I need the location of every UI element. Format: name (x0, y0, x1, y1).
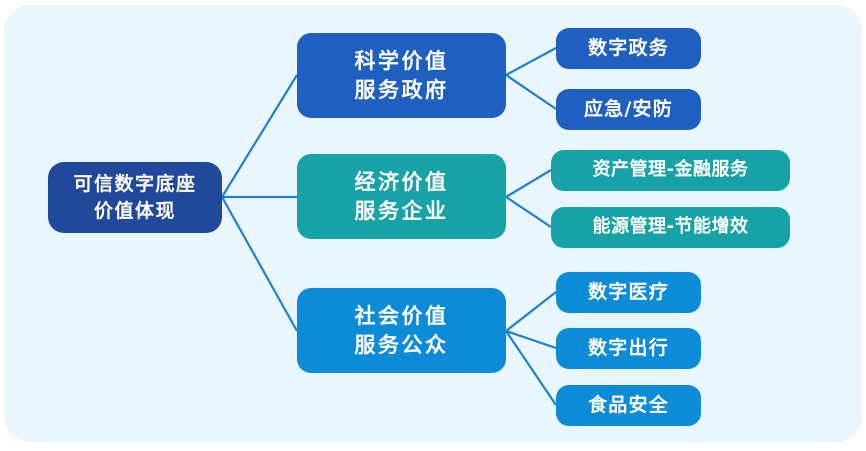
branch-node-ent[interactable]: 经济价值 服务企业 (297, 154, 506, 239)
leaf-node-ent-2-label: 能源管理-节能增效 (592, 216, 749, 238)
root-node-line-2: 价值体现 (93, 199, 176, 222)
leaf-node-ent-1-label: 资产管理-金融服务 (592, 159, 749, 181)
branch-node-pub-line-2: 服务公众 (354, 332, 449, 357)
branch-node-pub[interactable]: 社会价值 服务公众 (297, 288, 506, 373)
leaf-node-pub-1[interactable]: 数字医疗 (556, 272, 701, 313)
branch-node-pub-line-1: 社会价值 (354, 303, 449, 328)
leaf-node-gov-2[interactable]: 应急/安防 (556, 89, 701, 130)
leaf-node-ent-1[interactable]: 资产管理-金融服务 (551, 150, 790, 191)
leaf-node-ent-2[interactable]: 能源管理-节能增效 (551, 207, 790, 248)
leaf-node-pub-3-label: 食品安全 (588, 394, 669, 417)
branch-node-gov-line-2: 服务政府 (354, 77, 449, 102)
root-node-line-1: 可信数字底座 (73, 173, 197, 196)
branch-node-gov-line-1: 科学价值 (354, 48, 449, 73)
leaf-node-pub-1-label: 数字医疗 (588, 281, 669, 304)
leaf-node-gov-1[interactable]: 数字政务 (556, 28, 701, 69)
leaf-node-gov-2-label: 应急/安防 (584, 98, 673, 121)
branch-node-ent-line-2: 服务企业 (354, 198, 449, 223)
leaf-node-pub-3[interactable]: 食品安全 (556, 385, 701, 426)
leaf-node-pub-2[interactable]: 数字出行 (556, 328, 701, 369)
leaf-node-pub-2-label: 数字出行 (588, 337, 669, 360)
root-node[interactable]: 可信数字底座 价值体现 (48, 162, 222, 233)
branch-node-gov[interactable]: 科学价值 服务政府 (297, 33, 506, 118)
branch-node-ent-line-1: 经济价值 (354, 169, 449, 194)
leaf-node-gov-1-label: 数字政务 (588, 37, 669, 60)
